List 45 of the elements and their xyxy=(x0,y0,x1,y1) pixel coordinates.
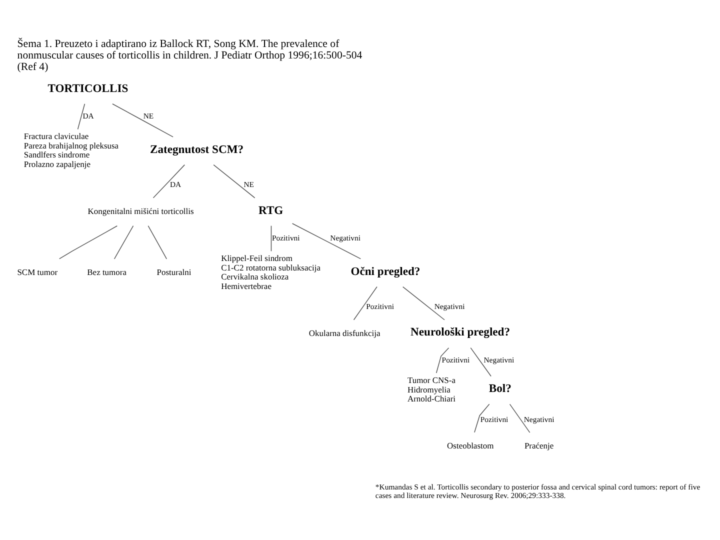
edge-label: NE xyxy=(143,110,154,120)
node-text: Osteoblastom xyxy=(447,440,494,450)
node-text: Posturalni xyxy=(156,266,192,276)
connector xyxy=(270,224,272,252)
edge-label: Pozitivni xyxy=(480,414,508,424)
edge-label: Negativni xyxy=(330,232,361,242)
connector xyxy=(474,403,490,432)
connector xyxy=(509,403,530,432)
node-text: Praćenje xyxy=(524,440,554,450)
connector xyxy=(436,347,450,373)
node-text: Klippel-Feil sindrom C1-C2 rotatorna subluksacija Cervikalna skolioza Hemivertebrae xyxy=(221,252,321,290)
node-text: RTG xyxy=(258,203,284,216)
connector xyxy=(213,164,256,198)
connector xyxy=(58,225,118,259)
edge-label: DA xyxy=(82,110,94,120)
edge-label: Pozitivni xyxy=(366,302,394,311)
node-text: Zategnutost SCM? xyxy=(150,142,244,156)
edge-label: Pozitivni xyxy=(272,232,300,242)
edge-label: Negativni xyxy=(434,302,465,311)
edge-label: Negativni xyxy=(524,414,554,424)
node-text: Neurološki pregled? xyxy=(410,325,510,338)
node-text: Okularna disfunkcija xyxy=(308,327,380,338)
connector xyxy=(353,286,378,320)
node-text: Bez tumora xyxy=(87,266,127,276)
caption: *Kumandas S et al. Torticollis secondary to posterior fossa and cervical spinal cord tumors: report of five cases and literature review. Neurosurg Rev. 2006;29:333-338. xyxy=(375,482,700,500)
node-text: TORTICOLLIS xyxy=(48,81,128,94)
node-text: Fractura claviculae Pareza brahijalnog pleksusa Sandlfers sindrome Prolazno zapaljenje xyxy=(24,130,119,168)
connector xyxy=(402,286,445,320)
node-text: Kongenitalni mišićni torticollis xyxy=(88,206,194,216)
connector xyxy=(292,222,362,259)
node-text: Tumor CNS-a Hidromyelia Arnold-Chiari xyxy=(407,374,456,404)
connector xyxy=(77,102,86,130)
connector xyxy=(148,224,168,259)
edge-label: Pozitivni xyxy=(442,354,470,364)
node-text: Bol? xyxy=(488,382,512,395)
connector xyxy=(112,102,174,137)
edge-label: DA xyxy=(170,180,182,189)
edge-label: Negativni xyxy=(484,354,514,364)
node-text: SCM tumor xyxy=(17,266,58,276)
edge-label: NE xyxy=(244,180,254,189)
connector xyxy=(114,224,134,259)
connector xyxy=(152,164,186,198)
diagram-title: Šema 1. Preuzeto i adaptirano iz Ballock RT, Song KM. The prevalence of nonmuscular causes of torticollis in children. J Pediatr Orthop 1996;16:500-504 (Ref 4) xyxy=(17,37,362,72)
node-text: Očni pregled? xyxy=(350,264,420,278)
connector xyxy=(470,346,492,376)
